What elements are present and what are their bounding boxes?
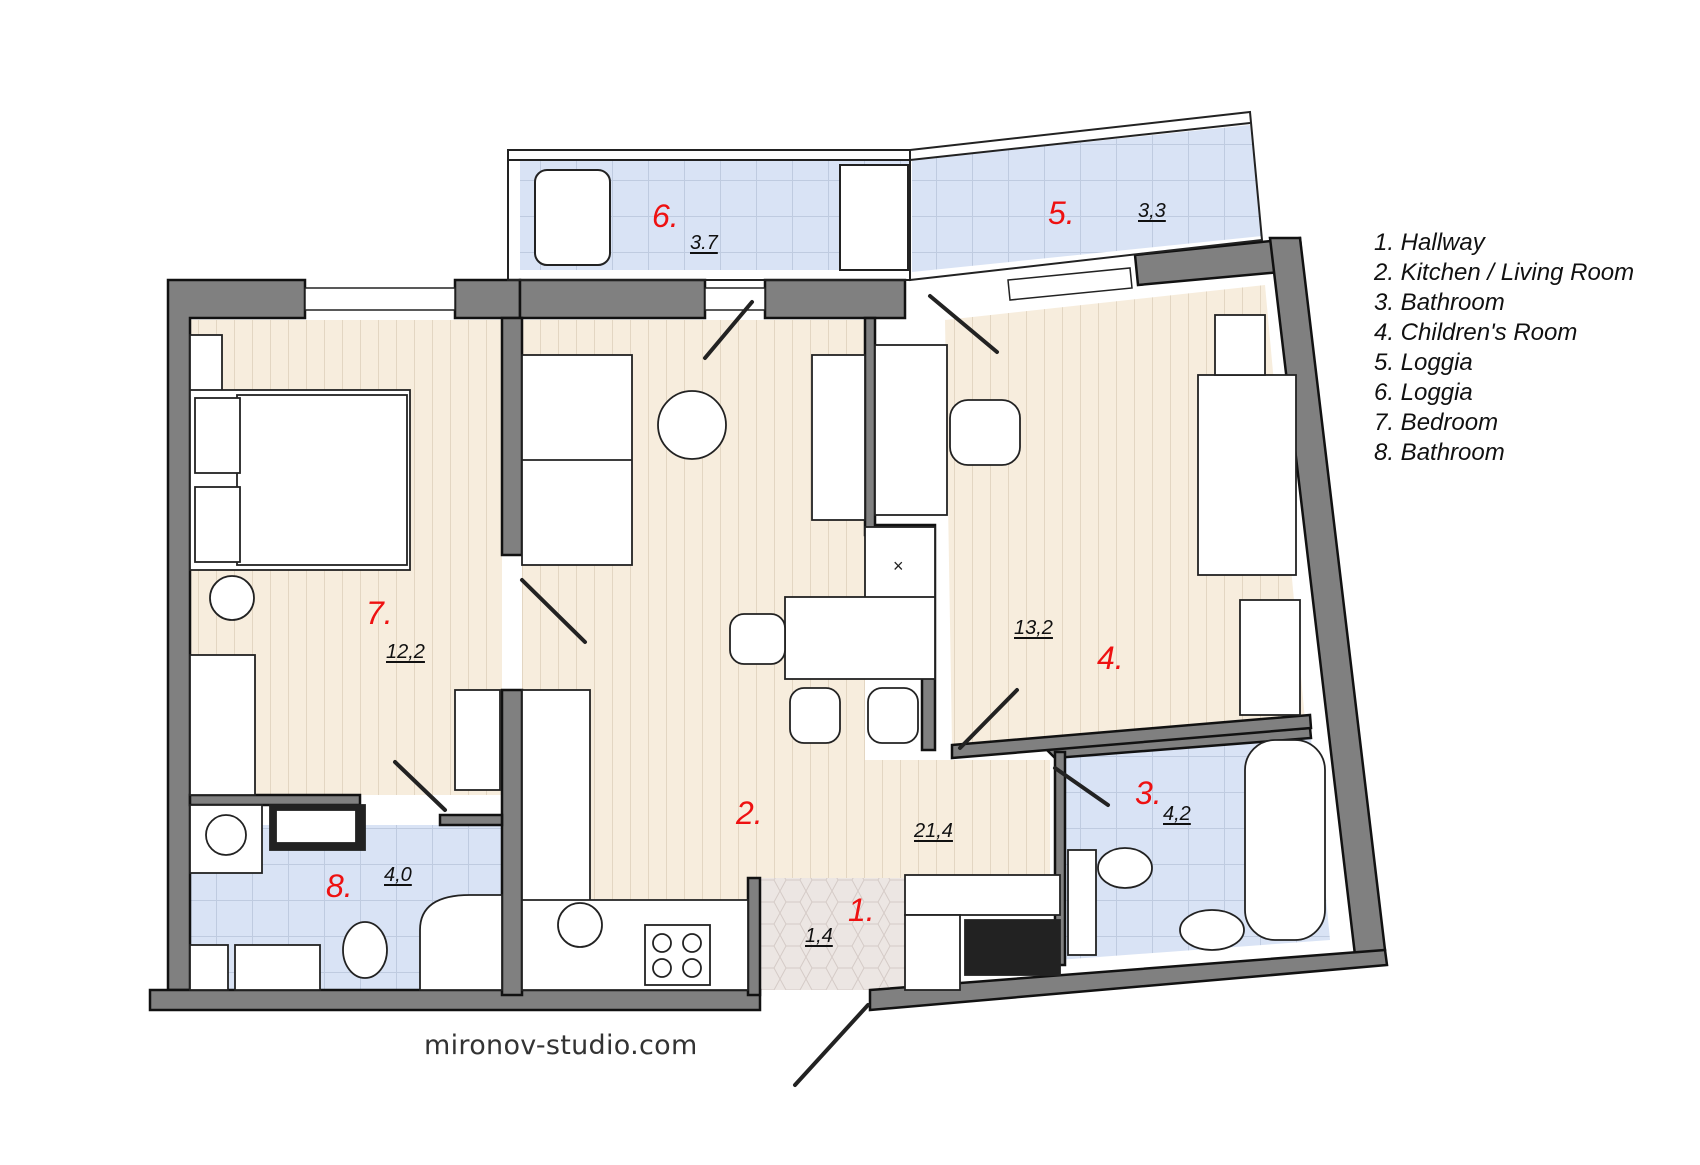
nightstand-1 [194, 397, 241, 474]
room-6-area: 3.7 [690, 232, 718, 254]
children-wardrobe [874, 344, 948, 516]
wall-top-right-center [763, 278, 907, 320]
wall-bath8-top [188, 793, 362, 807]
room-7-number: 7. [366, 595, 393, 631]
dining-table [784, 596, 936, 680]
room-8-number: 8. [326, 868, 353, 904]
room-legend: 1. Hallway 2. Kitchen / Living Room 3. B… [1374, 228, 1634, 468]
children-shelf [1214, 314, 1266, 376]
legend-item-bedroom: 7. Bedroom [1374, 409, 1499, 436]
window-children [1007, 267, 1133, 301]
room-2-number: 2. [736, 795, 763, 831]
toilet-3 [1097, 847, 1153, 889]
wall-bottom-right [868, 948, 1389, 1012]
legend-item-hallway: 1. Hallway [1374, 229, 1485, 256]
doors [393, 294, 1110, 1087]
floor-loggia5 [912, 125, 1262, 272]
bedroom-wardrobe [189, 334, 223, 396]
wall-top-center [518, 278, 707, 320]
walls [148, 236, 1389, 1012]
children-bed [1197, 374, 1297, 576]
room-3-number: 3. [1135, 775, 1162, 811]
loggia6-cabinet [534, 169, 611, 266]
shower [419, 894, 503, 991]
bath8-cabinet [189, 944, 229, 991]
hall-shoe-rack [904, 874, 1061, 916]
sink-3 [1179, 909, 1245, 951]
room-8-area: 4,0 [384, 864, 412, 886]
door-bath3 [1053, 766, 1110, 807]
room-4-number: 4. [1097, 640, 1124, 676]
windows [304, 267, 1133, 311]
chair-2 [789, 687, 841, 744]
room-3-area: 4,2 [1163, 803, 1191, 825]
wall-bedroom-living-low [500, 688, 524, 997]
room-7-area: 12,2 [386, 641, 425, 663]
loggia6-side [839, 164, 909, 271]
door-entrance [793, 1003, 870, 1087]
watermark: mironov-studio.com [424, 1030, 698, 1061]
wall-children-bath [950, 713, 1313, 760]
wall-hall-left [746, 876, 762, 997]
bathtub-3 [1244, 739, 1326, 941]
room-5-area: 3,3 [1138, 200, 1166, 222]
bath3-cabinet [1067, 849, 1097, 956]
door-bedroom-inner [393, 760, 447, 812]
floor-hallway [760, 878, 905, 990]
legend-item-kitchen-living: 2. Kitchen / Living Room [1374, 259, 1635, 286]
bedroom-lamp [209, 575, 255, 621]
nightstand-2 [194, 486, 241, 563]
legend-item-bathroom-8: 8. Bathroom [1374, 439, 1505, 466]
room-6-number: 6. [652, 198, 679, 234]
room-2-area: 21,4 [914, 820, 953, 842]
wall-top-mid [453, 278, 522, 320]
toilet-8 [342, 921, 388, 979]
kitchen-sink [557, 902, 603, 948]
hall-cabinet [904, 914, 961, 991]
room-1-area: 1,4 [805, 925, 833, 947]
bath8-sink [234, 944, 321, 991]
bed-mattress [236, 394, 408, 566]
chair-3 [867, 687, 919, 744]
chair-1 [729, 613, 786, 665]
wall-bath8-right [438, 813, 504, 827]
door-bedroom [520, 578, 587, 644]
coffee-table [657, 390, 727, 460]
stove [644, 924, 711, 986]
room-1-number: 1. [848, 892, 875, 928]
wall-bedroom-living [500, 316, 524, 557]
room-4-area: 13,2 [1014, 617, 1053, 639]
legend-item-loggia-5: 5. Loggia [1374, 349, 1473, 376]
loggias [507, 110, 1264, 282]
kitchen-counter-bottom [521, 899, 749, 991]
bedroom-wardrobe-2 [454, 689, 501, 791]
room-5-number: 5. [1048, 195, 1075, 231]
hall-bench [964, 919, 1061, 976]
wall-bottom [148, 988, 762, 1012]
door-children-loggia [928, 294, 999, 354]
tv-unit [811, 354, 866, 521]
svg-text:×: × [893, 556, 904, 576]
window-loggia6-door [704, 287, 766, 311]
legend-item-childrens-room: 4. Children's Room [1374, 319, 1578, 346]
children-desk-chair [949, 399, 1021, 466]
bedroom-desk [189, 654, 256, 796]
legend-item-bathroom-3: 3. Bathroom [1374, 289, 1505, 316]
door-loggia6 [703, 300, 754, 360]
children-wardrobe-2 [1239, 599, 1301, 716]
door-children [958, 688, 1019, 750]
furniture: × [189, 314, 1326, 991]
legend-item-loggia-6: 6. Loggia [1374, 379, 1473, 406]
window-bedroom [304, 287, 456, 311]
